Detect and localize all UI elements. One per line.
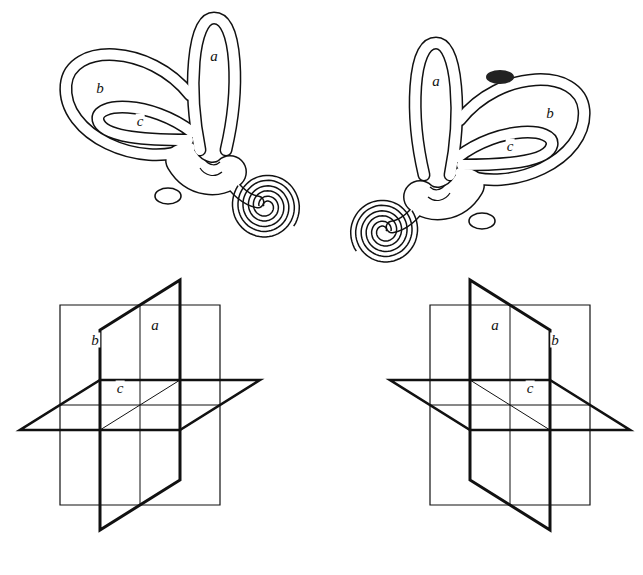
part-letter: c xyxy=(526,381,535,396)
right-inner-ear-group xyxy=(351,43,584,262)
part-letter: b xyxy=(550,333,560,348)
part-letter: c xyxy=(506,139,515,154)
part-letter: a xyxy=(490,318,500,333)
left-inner-ear xyxy=(66,18,299,237)
intersection-line xyxy=(140,305,141,505)
intersection-line xyxy=(510,305,511,505)
part-letter: c xyxy=(116,381,125,396)
plane-diagrams xyxy=(20,280,630,530)
part-letter: a xyxy=(431,74,441,89)
part-letter: b xyxy=(95,81,105,96)
right-inner-ear xyxy=(351,43,584,262)
frontal-plane xyxy=(430,305,590,505)
frontal-plane xyxy=(60,305,220,505)
part-letter: a xyxy=(209,49,219,64)
part-letter: c xyxy=(136,114,145,129)
part-letter: b xyxy=(545,106,555,121)
part-letter: a xyxy=(150,318,160,333)
shaded-ampulla xyxy=(486,70,514,84)
part-letter: b xyxy=(90,333,100,348)
